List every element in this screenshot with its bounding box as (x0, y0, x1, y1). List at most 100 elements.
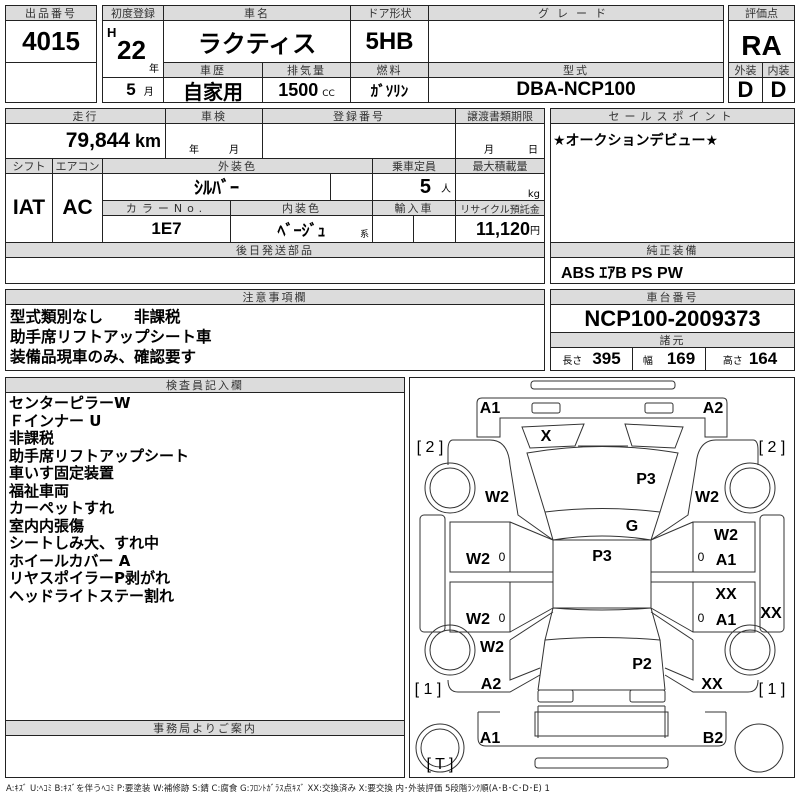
legend: A:ｷｽﾞ U:ﾍｺﾐ B:ｷｽﾞを伴うﾍｺﾐ P:要塗装 W:補修跡 S:錆 … (6, 784, 550, 794)
mileage-label: 走行 (5, 108, 166, 124)
transfer-month-unit: 月 (484, 145, 494, 156)
mark: A1 (715, 612, 737, 629)
inspector-label: 検査員記入欄 (5, 377, 405, 393)
int-color-value: ﾍﾞｰｼﾞｭ (277, 223, 326, 240)
import-a (372, 215, 414, 243)
ext-color: ｼﾙﾊﾞｰ (102, 173, 331, 201)
height-value: 164 (748, 349, 778, 368)
air-conditioning: AC (52, 173, 103, 243)
door-label: ドア形状 (350, 5, 429, 21)
car-name: ラクティス (163, 20, 351, 63)
interior-score: D (762, 77, 795, 103)
cc-unit: CC (322, 89, 335, 99)
exterior-score: D (728, 77, 763, 103)
mark: 0 (697, 611, 705, 625)
mark: W2 (695, 489, 719, 506)
capacity-unit: 人 (441, 183, 451, 195)
mark: W2 (485, 489, 509, 506)
inspector-line: 福祉車両 (9, 481, 70, 500)
inspector-line: 車いす固定装置 (9, 464, 115, 482)
height-label: 高さ (722, 355, 743, 367)
mark: P2 (632, 656, 652, 673)
sales-point: ★オークションデビュー★ (550, 123, 795, 243)
mark: A2 (702, 400, 724, 417)
width-value: 169 (666, 349, 696, 368)
yen-unit: 円 (530, 225, 540, 237)
era: H (107, 25, 117, 40)
mark: [ 1 ] (414, 681, 442, 698)
overall-score: RA (728, 20, 795, 63)
car-name-label: 車名 (163, 5, 351, 21)
sales-point-label: セールスポイント (550, 108, 795, 124)
grade-label: グレード (428, 5, 724, 21)
inspector-line: ヘッドライトステー割れ (9, 586, 175, 605)
mark: [ 2 ] (416, 439, 444, 456)
inspection-year-unit: 年 (189, 145, 199, 156)
length-value: 395 (592, 349, 621, 368)
door-type: 5HB (350, 20, 429, 63)
shift-label: シフト (5, 158, 53, 174)
ac-label: エアコン (52, 158, 103, 174)
mark: W2 (466, 611, 490, 628)
mark: A1 (715, 552, 737, 569)
ext-color-label: 外装色 (102, 158, 373, 174)
mark: P3 (636, 471, 656, 488)
caution-line: 型式類別なし 非課税 (10, 308, 181, 326)
first-reg-month: 5 月 (102, 77, 164, 103)
int-color: ﾍﾞｰｼﾞｭ系 (230, 215, 373, 243)
recycle-label: リサイクル預託金 (455, 200, 545, 216)
mark: 0 (697, 550, 705, 564)
color-no-label: カラーNo. (102, 200, 231, 216)
later-parts (5, 257, 545, 284)
year-unit: 年 (149, 64, 159, 75)
history: 自家用 (163, 77, 263, 104)
length-label: 長さ (562, 355, 583, 367)
chassis-number: NCP100-2009373 (550, 304, 795, 333)
recycle-value: 11,120 (475, 218, 530, 239)
displacement-value: 1500 (278, 79, 319, 100)
month-unit: 月 (143, 86, 154, 98)
max-load-label: 最大積載量 (455, 158, 545, 174)
width-label: 幅 (642, 355, 653, 367)
exterior-label: 外装 (728, 62, 763, 78)
int-color-label: 内装色 (230, 200, 373, 216)
inspection: 年月 (165, 123, 263, 159)
transfer-day-unit: 日 (528, 145, 538, 156)
office-label: 事務局よりご案内 (5, 720, 405, 736)
import-label: 輸入車 (372, 200, 456, 216)
spec-label: 諸元 (550, 332, 795, 348)
capacity-label: 乗車定員 (372, 158, 456, 174)
inspector-notes: センターピラーW Ｆインナー U 非課税 助手席リフトアップシート 車いす固定装… (9, 394, 190, 605)
inspector-line: 室内内張傷 (9, 516, 85, 535)
lot-number: 4015 (5, 20, 97, 63)
mark: A1 (479, 400, 501, 417)
inspector-line: センターピラーW (9, 394, 131, 412)
inspector-line: カーペットすれ (9, 499, 115, 517)
import-b (413, 215, 456, 243)
width: 幅 169 (632, 347, 706, 371)
month: 5 (126, 80, 136, 99)
lot-empty (5, 62, 97, 103)
reg-number (262, 123, 456, 159)
inspector-line: 助手席リフトアップシート (9, 446, 190, 465)
year: 22 (117, 35, 146, 65)
interior-label: 内装 (762, 62, 795, 78)
transfer-deadline: 月日 (455, 123, 545, 159)
mark: P3 (592, 548, 612, 565)
caution-line: 装備品現車のみ、確認要す (10, 348, 197, 366)
model-code: DBA-NCP100 (428, 77, 724, 103)
mark: X (540, 428, 552, 445)
caution-line: 助手席リフトアップシート車 (10, 328, 212, 346)
length: 長さ 395 (550, 347, 633, 371)
first-reg-label: 初度登録 (102, 5, 164, 21)
inspection-label: 車検 (165, 108, 263, 124)
km-unit: km (134, 130, 161, 151)
mark: G (625, 518, 639, 535)
office-box (5, 735, 405, 778)
inspector-line: リヤスポイラーP剥がれ (9, 569, 170, 587)
model-label: 型式 (428, 62, 724, 78)
